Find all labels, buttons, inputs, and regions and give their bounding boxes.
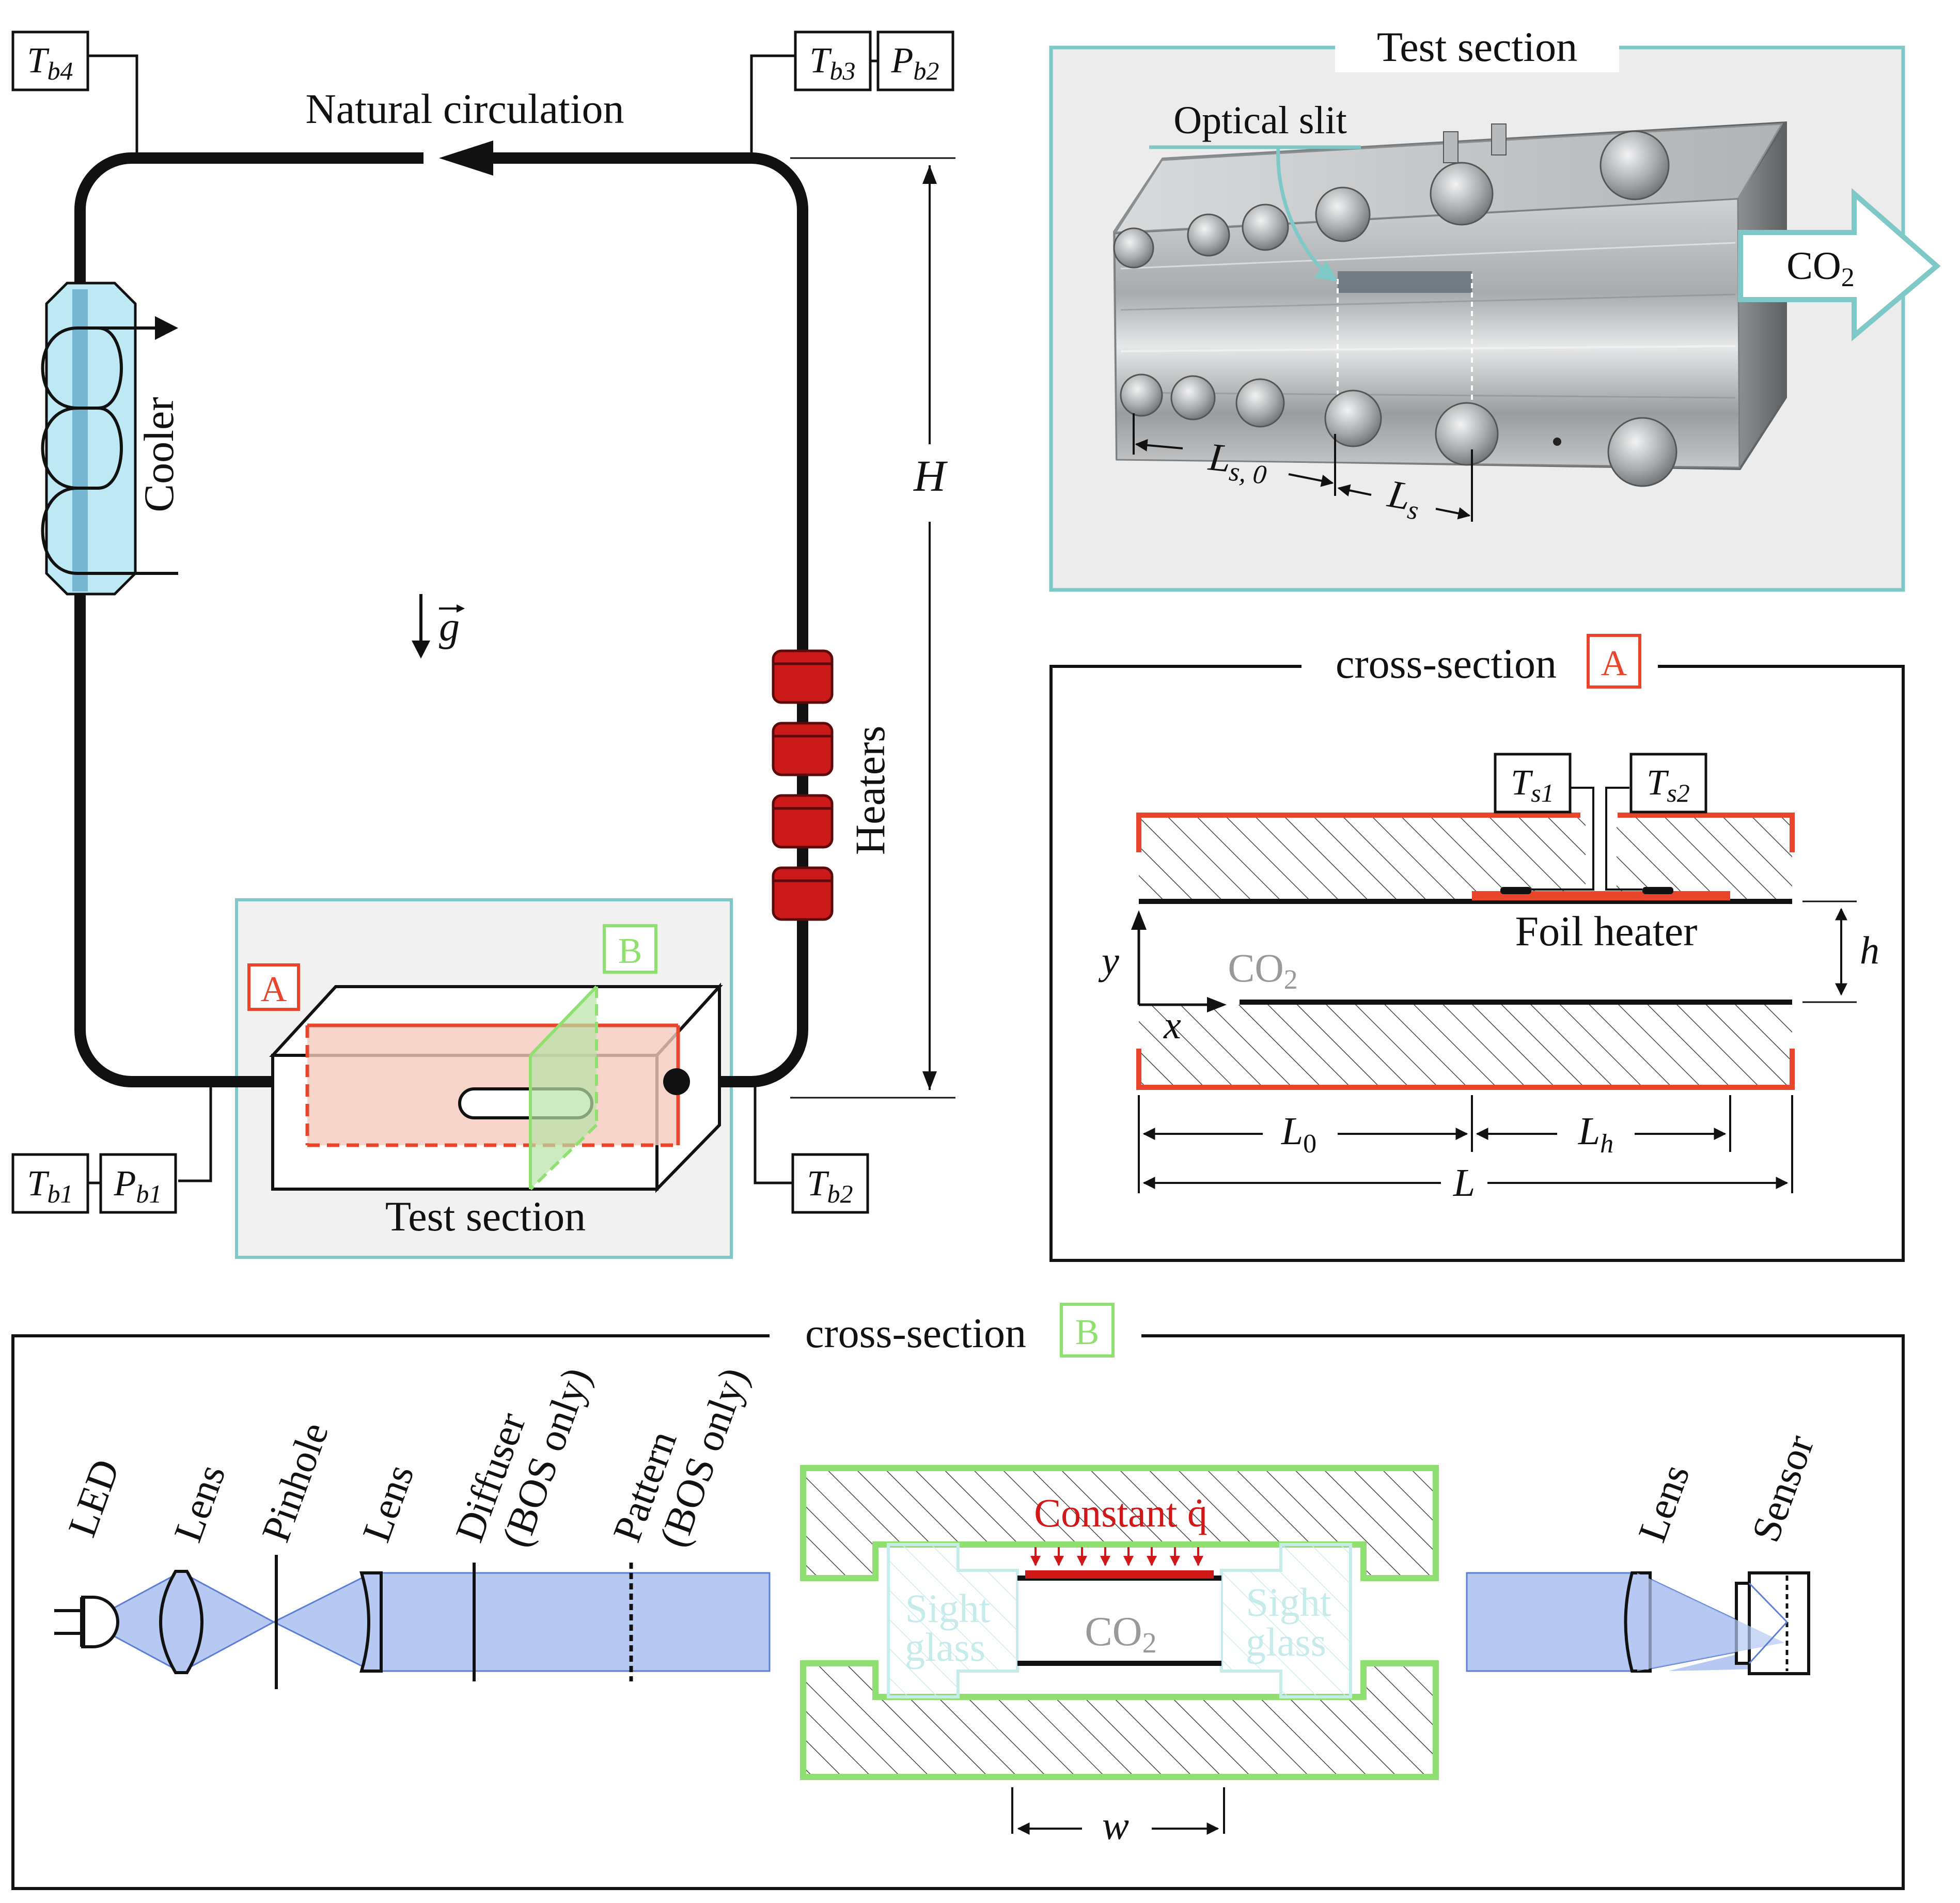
cross-b-title: cross-section	[805, 1309, 1026, 1356]
h-label: h	[1860, 929, 1879, 972]
lens-2-icon	[359, 1571, 383, 1673]
cooler-outlet-arrow-icon	[155, 316, 178, 340]
heater-3	[772, 794, 834, 849]
sensor-tb4: Tb4	[11, 30, 138, 158]
circulation-loop: Natural circulation Cooler	[11, 30, 955, 1259]
pb2-symbol: P	[891, 41, 914, 81]
tb4-subscript: b4	[47, 56, 73, 85]
plane-b	[530, 987, 597, 1189]
svg-text:Tb4: Tb4	[27, 41, 73, 85]
heater-1	[772, 649, 834, 704]
pb1-symbol: P	[114, 1164, 136, 1204]
channel-b: Constant q̇ CO2 Sight glass Sight glass	[800, 1465, 1439, 1780]
ts1-label: Ts1	[1511, 763, 1554, 807]
sensor-tb3-pb2: Tb3 Pb2	[750, 30, 954, 158]
cooler: Cooler	[41, 282, 182, 596]
test-section-box	[269, 982, 723, 1193]
test-section-photo	[1113, 121, 1787, 487]
lh-label: Lh	[1578, 1110, 1613, 1159]
flow-arrow-icon	[439, 141, 493, 176]
marker-a: A	[261, 970, 287, 1009]
heaters-label: Heaters	[846, 726, 893, 855]
marker-a-box	[247, 963, 300, 1011]
tb3-symbol: T	[810, 41, 833, 81]
photo-co2-label: CO2	[1786, 244, 1855, 292]
pb2-subscript: b2	[913, 56, 939, 85]
sight-glass-left-line1: Sight	[905, 1586, 991, 1631]
svg-text:Tb3: Tb3	[810, 41, 856, 85]
axis-y-label: y	[1098, 939, 1119, 982]
gravity-indicator: g	[412, 594, 465, 659]
optical-slit-label: Optical slit	[1173, 99, 1347, 142]
sight-glass-left-line2: glass	[905, 1625, 985, 1670]
photo-panel-title: Test section	[1377, 23, 1577, 70]
marker-b-box	[603, 924, 657, 974]
height-dimension: H	[790, 157, 955, 1099]
heater-4	[772, 866, 834, 921]
ls0-label: Ls, 0	[1205, 435, 1270, 490]
tb1-symbol: T	[27, 1164, 50, 1204]
optical-slit-window	[1338, 271, 1472, 293]
l0-label: L0	[1281, 1110, 1316, 1159]
l-label: L	[1453, 1161, 1475, 1205]
gravity-label: g	[439, 604, 460, 650]
sensor-tb2: Tb2	[754, 1082, 869, 1214]
height-label: H	[913, 451, 948, 501]
cross-a-marker-box	[1587, 634, 1641, 689]
heaters: Heaters	[772, 649, 893, 921]
loop-pipe	[74, 152, 424, 1087]
natural-circulation-label: Natural circulation	[305, 85, 624, 132]
test-section-label: Test section	[385, 1193, 586, 1240]
foil-heater-label: Foil heater	[1515, 908, 1698, 955]
cross-a-marker: A	[1601, 644, 1627, 683]
sight-glass-right-line2: glass	[1246, 1619, 1326, 1664]
svg-text:Pb1: Pb1	[114, 1164, 162, 1208]
cross-section-b: cross-section B LED Lens Pinhole Lens	[11, 1303, 1905, 1890]
plane-a	[307, 1025, 678, 1145]
sight-glass-right	[1220, 1543, 1352, 1698]
cross-b-marker-box	[1060, 1303, 1115, 1358]
axis-x-label: x	[1163, 1004, 1181, 1047]
cooler-label: Cooler	[135, 397, 182, 512]
tb2-symbol: T	[807, 1164, 830, 1204]
sight-glass-right-line1: Sight	[1246, 1580, 1331, 1625]
sight-glass-left	[887, 1543, 1019, 1698]
sensor-tb1-pb1: Tb1 Pb1	[11, 1082, 212, 1214]
heat-flux-arrows	[1030, 1547, 1203, 1566]
tb2-subscript: b2	[827, 1179, 853, 1208]
loop-pipe-right	[465, 152, 808, 1087]
tb1-subscript: b1	[47, 1179, 73, 1208]
pb1-subscript: b1	[136, 1179, 162, 1208]
ts2-label: Ts2	[1647, 763, 1689, 807]
heater-film-b	[1025, 1570, 1214, 1579]
constant-q-label: Constant q̇	[1034, 1490, 1208, 1535]
led-icon	[54, 1596, 119, 1648]
tb4-symbol: T	[27, 41, 50, 81]
lens-1-icon	[159, 1570, 203, 1674]
photo-panel: Test section	[1049, 21, 1941, 592]
cross-b-marker: B	[1075, 1313, 1100, 1352]
marker-b: B	[618, 931, 642, 971]
tb3-subscript: b3	[829, 56, 855, 85]
svg-text:Pb2: Pb2	[891, 41, 939, 85]
cross-a-title: cross-section	[1336, 640, 1557, 687]
svg-text:Tb2: Tb2	[807, 1164, 853, 1208]
svg-text:Tb1: Tb1	[27, 1164, 73, 1208]
cross-b-co2: CO2	[1085, 1609, 1156, 1659]
heater-2	[772, 722, 834, 776]
co2-outlet-arrow	[1738, 188, 1941, 341]
cross-section-a: cross-section A Ts1 Ts2 Foil heater CO2 …	[1049, 634, 1905, 1262]
w-label: w	[1102, 1803, 1129, 1848]
cross-a-co2: CO2	[1228, 945, 1297, 995]
sensor-icon	[1637, 1571, 1810, 1675]
